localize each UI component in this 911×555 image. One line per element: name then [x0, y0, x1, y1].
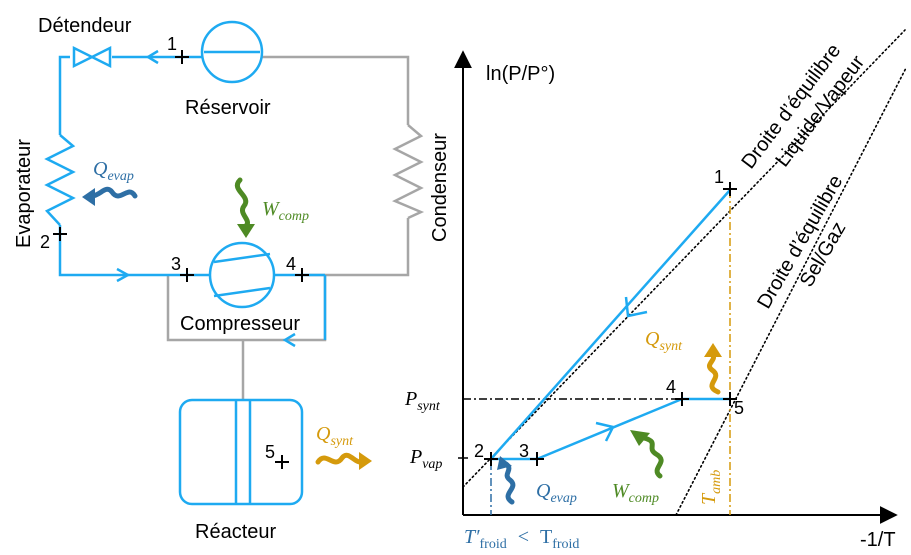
- circuit-point-2: 2: [40, 232, 50, 252]
- p-vap-label: Pvap: [409, 446, 442, 472]
- salt-gas-line-label: Droite d’équilibre Sel/Gaz: [753, 167, 872, 326]
- w-comp-label: Wcomp: [262, 198, 309, 224]
- clapeyron-diagram: ln(P/P°) -1/T Droite d’équilibre Liquide…: [404, 29, 907, 553]
- reservoir-label: Réservoir: [185, 97, 271, 119]
- cycle-path: [490, 189, 731, 461]
- circuit-point-5: 5: [265, 442, 275, 462]
- q-evap-arrowhead: [82, 188, 95, 206]
- diagram-q-synt-arrow: [707, 351, 721, 395]
- diagram-point-5: 5: [734, 398, 744, 418]
- circuit: Détendeur Réservoir Evaporateur Condense…: [13, 15, 451, 543]
- circuit-point-markers: [53, 50, 309, 469]
- w-comp-arrowhead: [237, 224, 255, 238]
- circuit-point-3: 3: [171, 254, 181, 274]
- diagram-point-markers: [484, 182, 737, 466]
- compressor-label: Compresseur: [180, 313, 300, 335]
- circuit-point-1: 1: [167, 34, 177, 54]
- cycle-direction-arrows: [595, 296, 648, 442]
- circuit-point-4: 4: [286, 254, 296, 274]
- p-synt-label: Psynt: [404, 388, 441, 414]
- x-axis-label: -1/T: [860, 529, 896, 551]
- diagram-q-synt-arrowhead: [704, 343, 722, 357]
- diagram-q-evap-label: Qevap: [536, 480, 577, 506]
- salt-gas-equilibrium-line: [675, 67, 907, 516]
- reservoir: [200, 20, 264, 84]
- diagram-point-2: 2: [474, 441, 484, 461]
- q-synt-arrow: [315, 452, 363, 465]
- q-evap-arrow: [89, 186, 138, 199]
- reactor-label: Réacteur: [195, 521, 276, 543]
- condenser-label: Condenseur: [429, 133, 451, 242]
- liquid-vapour-line-label: Droite d’équilibre Liquide/Vapeur: [737, 35, 869, 188]
- t-amb-label: Tamb: [698, 470, 724, 505]
- reactor: [178, 398, 304, 506]
- evaporator-label: Evaporateur: [13, 139, 35, 248]
- q-evap-label: Qevap: [93, 158, 134, 184]
- diagram-w-comp-arrow: [641, 435, 664, 479]
- return-pipes: [166, 55, 410, 400]
- condenser-coil: [392, 124, 425, 220]
- expansion-valve-label: Détendeur: [38, 15, 132, 37]
- diagram-w-comp-label: Wcomp: [612, 480, 659, 506]
- q-synt-label: Qsynt: [316, 423, 354, 449]
- diagram-q-evap-arrowhead: [497, 456, 512, 470]
- diagram-q-synt-label: Qsynt: [645, 328, 683, 354]
- diagram-point-3: 3: [519, 441, 529, 461]
- expansion-valve: [72, 45, 112, 69]
- diagram-q-evap-arrow: [503, 461, 516, 505]
- t-froid-inequality: T′froid < Tfroid: [464, 526, 579, 553]
- diagram-point-4: 4: [666, 377, 676, 397]
- flow-arrows: [116, 49, 296, 348]
- w-comp-arrow: [235, 177, 250, 229]
- y-axis-label: ln(P/P°): [486, 63, 555, 85]
- evaporator-coil: [44, 134, 76, 226]
- diagram-point-1: 1: [714, 167, 724, 187]
- compressor: [208, 241, 276, 309]
- q-synt-arrowhead: [359, 452, 372, 470]
- diagram-w-comp-arrowhead: [630, 430, 650, 446]
